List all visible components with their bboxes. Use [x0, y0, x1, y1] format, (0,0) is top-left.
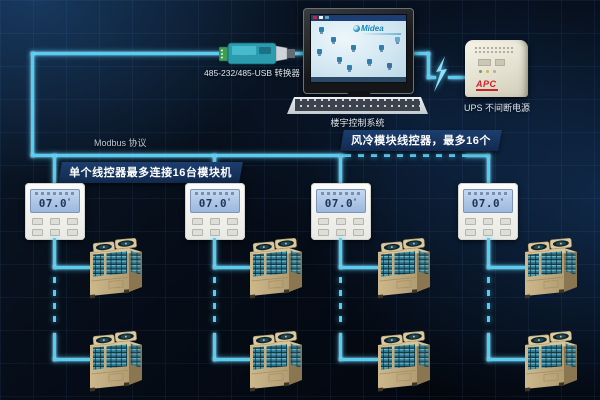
- screen-icon: [387, 63, 392, 68]
- wire-ctrl2-dashed: [213, 277, 216, 329]
- wire-ctrl2-branch1: [213, 266, 251, 269]
- control-pc-monitor: Midea: [303, 8, 414, 94]
- screen-icon: [317, 49, 322, 54]
- wire-bus-dashed: [345, 154, 467, 157]
- chiller-unit: [520, 330, 582, 392]
- chiller-unit: [245, 237, 307, 299]
- wire-ctrl1-branch2: [53, 358, 91, 361]
- controller-lcd: 07.0°: [190, 189, 240, 213]
- wire-ctrl3-L: [339, 333, 342, 361]
- converter-label: 485-232/485-USB 转换器: [204, 68, 300, 78]
- wire-controller-4: 07.0°: [458, 183, 518, 240]
- wire-left-drop: [31, 52, 34, 157]
- wire-ctrl4-dashed: [487, 277, 490, 329]
- wire-bus-solid: [31, 154, 345, 157]
- chiller-unit: [85, 330, 147, 392]
- ups-vents: [474, 46, 514, 54]
- wire-ctrl2-L: [213, 333, 216, 361]
- wire-ctrl1-down: [53, 238, 56, 269]
- pc-screen: Midea: [310, 14, 407, 83]
- wire-drop-4: [487, 154, 490, 185]
- monitor-stand: [344, 91, 374, 99]
- wire-ctrl4-L: [487, 333, 490, 361]
- ups-display: [495, 59, 505, 66]
- wire-ctrl4-down: [487, 238, 490, 269]
- wire-ctrl2-branch2: [213, 358, 251, 361]
- wire-controller-2: 07.0°: [185, 183, 245, 240]
- wire-ctrl1-dashed: [53, 277, 56, 329]
- keyboard: [287, 97, 428, 114]
- wire-ctrl1-branch1: [53, 266, 91, 269]
- ups-leds: [479, 70, 496, 73]
- midea-logo: Midea: [353, 24, 401, 35]
- screen-icon: [351, 45, 356, 50]
- ups-label: UPS 不间断电源: [463, 103, 530, 113]
- ups-unit: APC: [465, 40, 528, 97]
- wire-drop-3: [339, 154, 342, 185]
- wire-ups-h2: [448, 76, 466, 79]
- screen-icon: [331, 37, 336, 42]
- modules-badge: 单个线控器最多连接16台模块机: [58, 162, 243, 183]
- pc-label: 楼宇控制系统: [330, 118, 385, 128]
- screen-icon: [347, 65, 352, 70]
- wire-ctrl3-branch1: [339, 266, 379, 269]
- screen-icon: [395, 37, 400, 42]
- screen-icon: [319, 27, 324, 32]
- wire-pc-right: [411, 52, 430, 55]
- wire-ctrl3-dashed: [339, 277, 342, 329]
- wire-ups-vert: [427, 52, 430, 79]
- wire-controller-1: 07.0°: [25, 183, 85, 240]
- controller-buttons: [465, 218, 511, 236]
- wire-ups-h1: [427, 76, 436, 79]
- controller-lcd: 07.0°: [463, 189, 513, 213]
- chiller-unit: [520, 237, 582, 299]
- screen-taskbar: [311, 77, 406, 82]
- screen-menubar: [311, 15, 406, 21]
- apc-logo: APC: [476, 79, 498, 91]
- controllers-badge: 风冷模块线控器，最多16个: [340, 130, 502, 151]
- controller-lcd: 07.0°: [30, 189, 80, 213]
- wire-ctrl3-branch2: [339, 358, 379, 361]
- screen-icon: [337, 57, 342, 62]
- modbus-label: Modbus 协议: [94, 138, 147, 148]
- wire-ctrl1-L: [53, 333, 56, 361]
- wire-pc-to-converter: [31, 52, 309, 55]
- ups-display: [478, 59, 491, 66]
- controller-buttons: [192, 218, 238, 236]
- controller-buttons: [32, 218, 78, 236]
- wire-ctrl4-branch1: [487, 266, 526, 269]
- screen-icon: [367, 59, 372, 64]
- screen-icon: [379, 45, 384, 50]
- chiller-unit: [373, 330, 435, 392]
- wire-ctrl3-down: [339, 238, 342, 269]
- chiller-unit: [245, 330, 307, 392]
- chiller-unit: [373, 237, 435, 299]
- wire-ctrl2-down: [213, 238, 216, 269]
- wire-bus-end: [466, 154, 490, 157]
- chiller-unit: [85, 237, 147, 299]
- wire-drop-1: [53, 154, 56, 185]
- lightning-icon: [434, 56, 447, 92]
- controller-lcd: 07.0°: [316, 189, 366, 213]
- wire-controller-3: 07.0°: [311, 183, 371, 240]
- controller-buttons: [318, 218, 364, 236]
- wire-ctrl4-branch2: [487, 358, 526, 361]
- rs485-converter: [218, 40, 295, 67]
